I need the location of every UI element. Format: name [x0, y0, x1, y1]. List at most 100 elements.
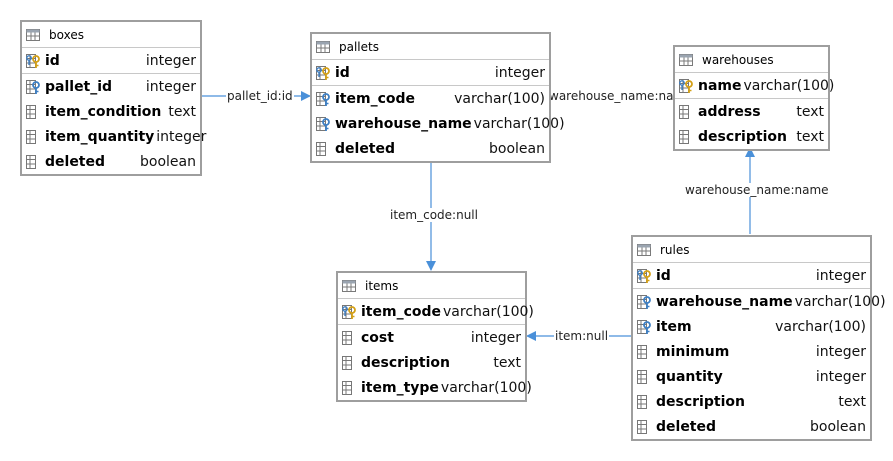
table-title: pallets	[339, 39, 379, 54]
column-type: integer	[145, 52, 196, 69]
column-type: boolean	[489, 140, 545, 157]
column-icon	[341, 355, 357, 371]
column-icon	[25, 104, 41, 120]
column-name: item_code	[361, 303, 442, 320]
column-type: varchar(100)	[743, 77, 835, 94]
column-type: boolean	[140, 153, 196, 170]
table-header[interactable]: warehouses	[675, 47, 828, 73]
column-icon	[636, 419, 652, 435]
table-header[interactable]: rules	[633, 237, 870, 263]
column-type: integer	[815, 368, 866, 385]
column-type: integer	[494, 64, 545, 81]
column-name: item_quantity	[45, 128, 155, 145]
column-icon	[25, 154, 41, 170]
column-type: varchar(100)	[473, 115, 565, 132]
table-title: rules	[660, 242, 690, 257]
primary-key-column-icon	[636, 268, 652, 284]
column-icon	[341, 380, 357, 396]
column-icon	[636, 344, 652, 360]
column-type: varchar(100)	[454, 90, 545, 107]
column-name: pallet_id	[45, 78, 113, 95]
column-type: integer	[815, 343, 866, 360]
column-row[interactable]: cost integer	[338, 325, 525, 350]
table-title: boxes	[49, 27, 84, 42]
column-row[interactable]: minimum integer	[633, 339, 870, 364]
column-name: item_type	[361, 379, 439, 396]
column-row[interactable]: deleted boolean	[633, 414, 870, 439]
column-type: integer	[156, 128, 207, 145]
column-icon	[315, 141, 331, 157]
column-row[interactable]: deleted boolean	[22, 149, 200, 174]
column-row[interactable]: pallet_id integer	[22, 74, 200, 99]
column-name: quantity	[656, 368, 723, 385]
column-type: varchar(100)	[443, 303, 534, 320]
primary-key-column-icon	[341, 304, 357, 320]
column-name: item_code	[335, 90, 416, 107]
column-icon	[678, 129, 694, 145]
primary-key-column-icon	[678, 78, 694, 94]
column-name: warehouse_name	[656, 293, 793, 310]
column-row[interactable]: id integer	[633, 263, 870, 289]
table-title: items	[365, 278, 399, 293]
table-header[interactable]: boxes	[22, 22, 200, 48]
column-row[interactable]: item_code varchar(100)	[312, 86, 549, 111]
column-name: minimum	[656, 343, 730, 360]
table-title: warehouses	[702, 52, 774, 67]
column-type: integer	[815, 267, 866, 284]
foreign-key-column-icon	[636, 319, 652, 335]
column-name: deleted	[45, 153, 106, 170]
column-icon	[25, 129, 41, 145]
foreign-key-column-icon	[315, 91, 331, 107]
relation-label-pallets-warehouses: warehouse_name:name	[548, 89, 694, 103]
column-type: text	[838, 393, 866, 410]
column-type: boolean	[810, 418, 866, 435]
column-name: name	[698, 77, 742, 94]
table-icon	[315, 39, 331, 55]
column-type: integer	[470, 329, 521, 346]
table-header[interactable]: pallets	[312, 34, 549, 60]
column-name: id	[656, 267, 671, 284]
column-name: id	[335, 64, 350, 81]
column-row[interactable]: id integer	[22, 48, 200, 74]
column-icon	[341, 330, 357, 346]
relation-label-boxes-pallets: pallet_id:id	[226, 89, 294, 103]
column-row[interactable]: quantity integer	[633, 364, 870, 389]
column-type: integer	[145, 78, 196, 95]
column-name: deleted	[656, 418, 717, 435]
column-name: cost	[361, 329, 394, 346]
column-name: id	[45, 52, 60, 69]
column-type: text	[493, 354, 521, 371]
column-name: item	[656, 318, 692, 335]
column-name: description	[698, 128, 787, 145]
relation-label-rules-items: item:null	[554, 329, 610, 343]
column-type: text	[796, 103, 824, 120]
column-row[interactable]: id integer	[312, 60, 549, 86]
column-name: warehouse_name	[335, 115, 472, 132]
foreign-key-column-icon	[636, 294, 652, 310]
column-name: deleted	[335, 140, 396, 157]
column-type: text	[168, 103, 196, 120]
column-row[interactable]: deleted boolean	[312, 136, 549, 161]
column-type: varchar(100)	[440, 379, 532, 396]
foreign-key-column-icon	[315, 116, 331, 132]
table-icon	[636, 242, 652, 258]
table-header[interactable]: items	[338, 273, 525, 299]
relation-label-rules-warehouses: warehouse_name:name	[684, 183, 830, 197]
